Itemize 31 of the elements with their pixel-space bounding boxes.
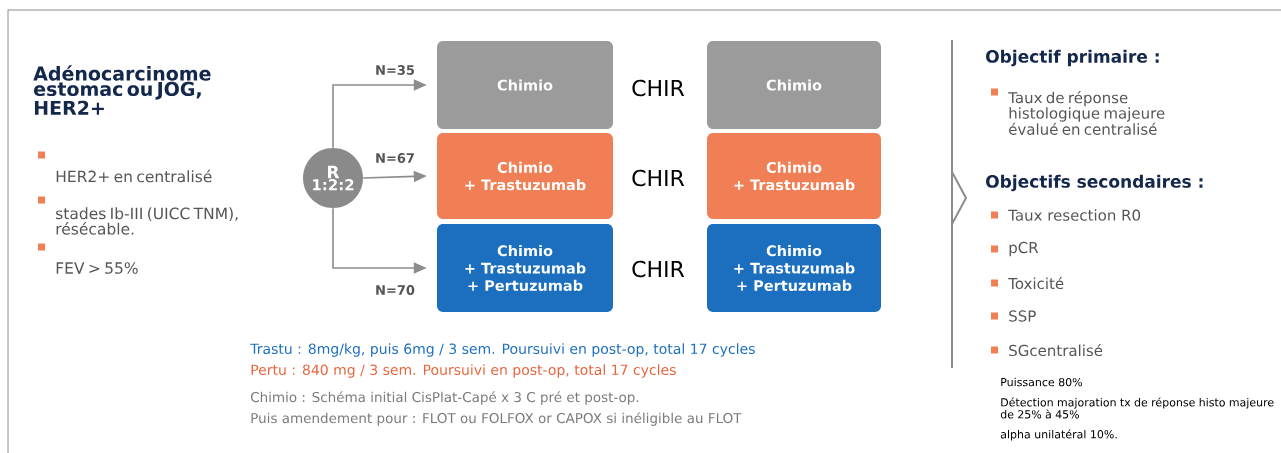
regimen-note: Chimio : Schéma initial CisPlat-Capé x 3 C pré et post-op. [250,391,639,405]
bullet-item: Taux resection R0 [991,209,1141,221]
bullet-item: SGcentralisé [991,343,1103,357]
edge-label: N=70 [374,284,416,296]
bullet-item: stades Ib-III (UICC TNM), résécable. [38,196,238,235]
surgery-label: CHIR [632,169,685,187]
bullet-item: Taux de réponse histologique majeure évalué en centralisé [991,88,1165,135]
treatment-box: Chimio + Trastuzumab [707,133,881,219]
bullet-item: SSP [991,310,1036,322]
dosing-note: Pertu : 840 mg / 3 sem. Poursuivi en post-op, total 17 cycles [251,364,676,378]
heading: Objectif primaire : [986,49,1159,67]
treatment-box: Chimio + Trastuzumab + Pertuzumab [437,224,613,312]
edge-label: N=35 [374,64,416,76]
statistics-note: Puissance 80% [1001,377,1082,387]
bullet-item: FEV > 55% [38,243,138,274]
dosing-note: Trastu : 8mg/kg, puis 6mg / 3 sem. Poursuivi en post-op, total 17 cycles [250,343,755,357]
statistics-note: Détection majoration tx de réponse histo majeure de 25% à 45% [1000,397,1274,419]
regimen-note: Puis amendement pour : FLOT ou FOLFOX or CAPOX si inéligible au FLOT [251,412,742,426]
surgery-label: CHIR [632,260,685,278]
heading: Adénocarcinome estomac ou JOG, HER2+ [33,65,211,115]
treatment-box: Chimio [437,41,613,129]
bullet-item: pCR [991,241,1039,257]
surgery-label: CHIR [632,79,685,97]
bullet-item: HER2+ en centralisé [38,151,212,183]
heading: Objectifs secondaires : [986,174,1203,192]
treatment-box: Chimio + Trastuzumab [437,133,613,219]
treatment-box: Chimio [707,41,881,129]
bullet-item: Toxicité [991,276,1064,290]
edge-label: N=67 [374,152,416,164]
treatment-box: Chimio + Trastuzumab + Pertuzumab [707,224,881,312]
statistics-note: alpha unilatéral 10%. [1000,429,1117,441]
